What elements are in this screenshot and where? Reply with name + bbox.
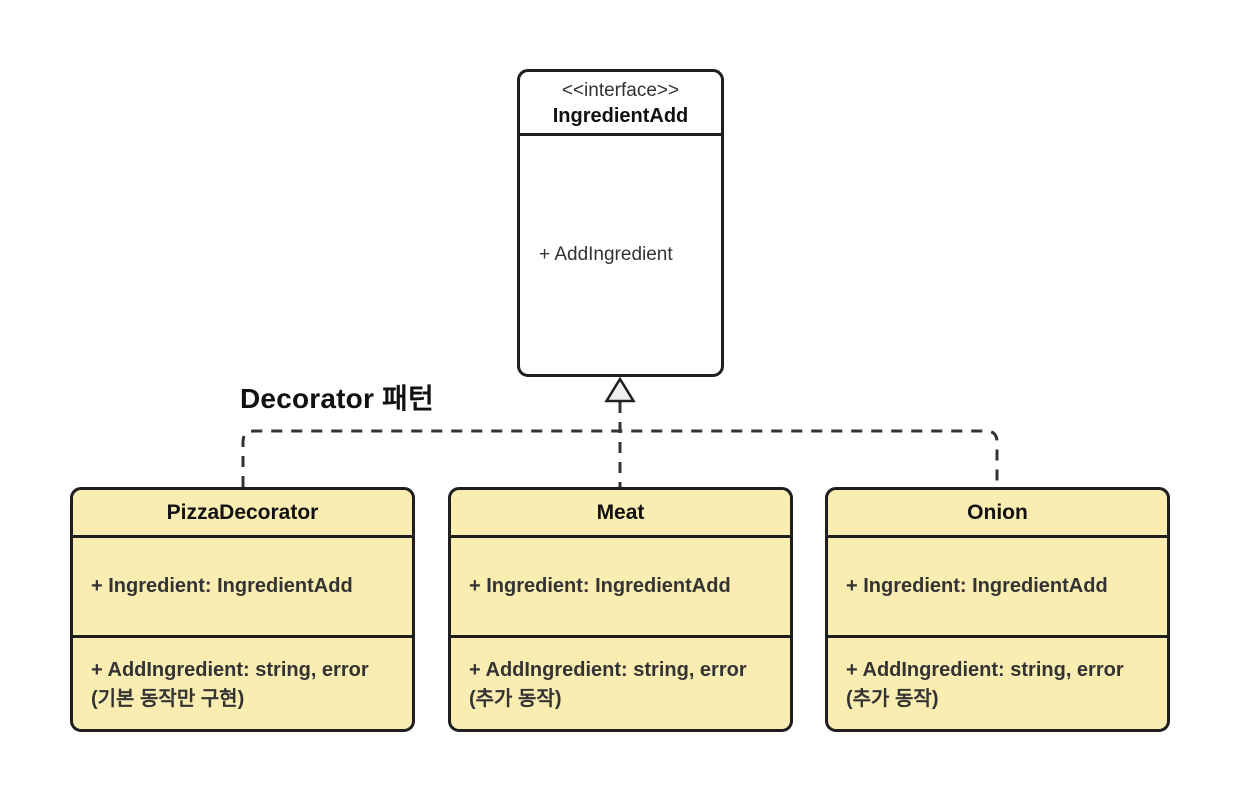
class-attribute: + Ingredient: IngredientAdd [846, 575, 1108, 597]
diagram-title: Decorator 패턴 [240, 383, 434, 414]
interface-name: IngredientAdd [552, 104, 689, 127]
class-attributes-section: + Ingredient: IngredientAdd [828, 538, 1167, 638]
class-attribute: + Ingredient: IngredientAdd [469, 575, 731, 597]
interface-stereotype: <<interface>> [561, 79, 680, 101]
interface-method: + AddIngredient [539, 244, 673, 265]
class-name: PizzaDecorator [73, 490, 412, 538]
class-method-note: (추가 동작) [846, 687, 939, 710]
class-attributes-section: + Ingredient: IngredientAdd [73, 538, 412, 638]
realization-connector-branches [241, 429, 999, 487]
realization-arrowhead-icon [604, 376, 636, 403]
interface-methods-section: + AddIngredient [520, 136, 721, 374]
class-box-onion: Onion + Ingredient: IngredientAdd + AddI… [825, 487, 1170, 732]
class-methods-section: + AddIngredient: string, error (기본 동작만 구… [73, 638, 412, 729]
interface-header: <<interface>> IngredientAdd [520, 72, 721, 136]
class-method: + AddIngredient: string, error [846, 658, 1124, 681]
class-methods-section: + AddIngredient: string, error (추가 동작) [451, 638, 790, 729]
class-box-pizzadecorator: PizzaDecorator + Ingredient: IngredientA… [70, 487, 415, 732]
class-box-meat: Meat + Ingredient: IngredientAdd + AddIn… [448, 487, 793, 732]
class-name: Meat [451, 490, 790, 538]
class-attribute: + Ingredient: IngredientAdd [91, 575, 353, 597]
class-method: + AddIngredient: string, error [469, 658, 747, 681]
class-attributes-section: + Ingredient: IngredientAdd [451, 538, 790, 638]
class-name: Onion [828, 490, 1167, 538]
class-method-note: (기본 동작만 구현) [91, 687, 245, 710]
class-method: + AddIngredient: string, error [91, 658, 369, 681]
interface-class-box: <<interface>> IngredientAdd + AddIngredi… [517, 69, 724, 377]
class-method-note: (추가 동작) [469, 687, 562, 710]
class-methods-section: + AddIngredient: string, error (추가 동작) [828, 638, 1167, 729]
